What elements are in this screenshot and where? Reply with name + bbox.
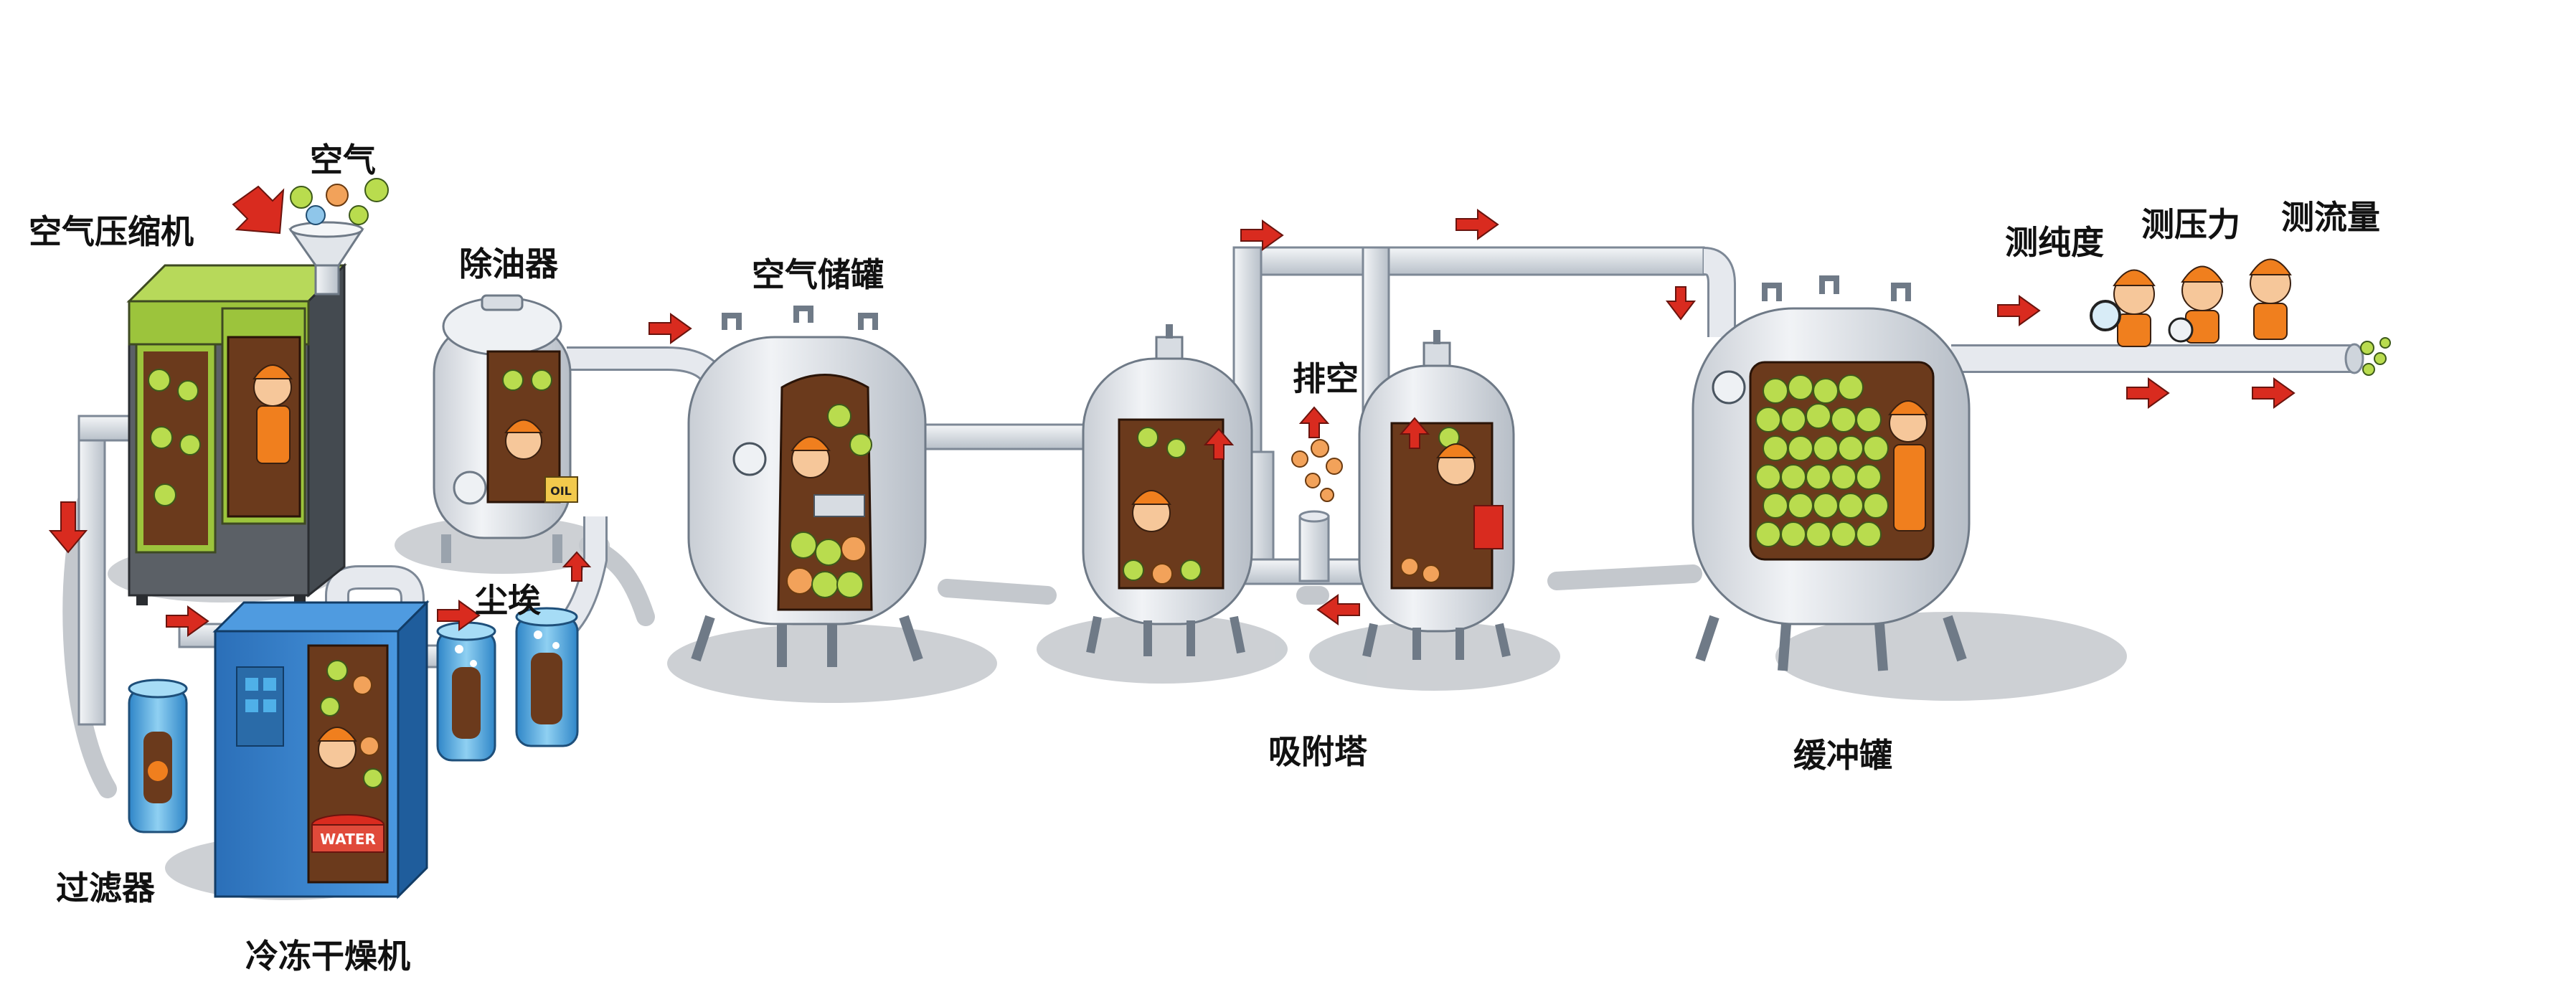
tower2-molecules (1400, 427, 1460, 583)
arrow-tank1-up (1203, 427, 1235, 460)
purity-inspector (2090, 269, 2156, 347)
oil-remover: OIL (433, 294, 578, 563)
label-oil-remover: 除油器 (459, 245, 558, 283)
label-purity: 测纯度 (2005, 223, 2104, 262)
label-pressure: 测压力 (2141, 205, 2240, 244)
arrow-vent-up (1298, 406, 1330, 438)
output-n2-molecules (2360, 337, 2391, 376)
pipe-network (77, 246, 2364, 726)
arrow-output-2 (2126, 377, 2170, 409)
inspection-workers (2090, 258, 2391, 376)
refrigerated-dryer: WATER (212, 600, 430, 899)
buffer-tank-n2-molecules (1755, 374, 1889, 547)
label-filter: 过滤器 (56, 869, 155, 907)
air-storage-tank (687, 306, 927, 667)
oil-remover-worker (504, 419, 543, 460)
air-molecules (290, 178, 389, 225)
air-compressor (126, 263, 347, 605)
water-tub-label: WATER (320, 831, 376, 848)
label-compressor: 空气压缩机 (29, 212, 194, 251)
dryer-molecules (320, 660, 383, 788)
air-filter (128, 679, 188, 833)
arrow-down-buffer (1665, 286, 1697, 321)
buffer-tank (1692, 275, 1971, 671)
oil-can-label: OIL (550, 484, 572, 498)
air-tank-molecules (786, 404, 872, 598)
label-vent: 排空 (1293, 359, 1359, 398)
tower1-worker (1131, 490, 1171, 532)
label-air: 空气 (310, 141, 376, 179)
arrow-to-dryer (166, 605, 209, 637)
flow-inspector (2249, 258, 2292, 340)
arrow-top-left (1240, 219, 1284, 251)
arrow-air-in (232, 185, 285, 235)
arrow-tank2-up (1399, 417, 1430, 449)
vent-oxygen-bubbles (1291, 439, 1343, 502)
air-tank-worker (791, 436, 865, 517)
arrow-compressor-down (48, 501, 88, 554)
tower1-molecules (1123, 427, 1202, 585)
arrow-top-mid (1456, 209, 1499, 240)
ground-pipe-shadow (62, 493, 1702, 798)
adsorption-tower-2 (1358, 330, 1515, 660)
arrow-up-oil (562, 551, 592, 582)
arrow-to-output-1 (1997, 295, 2041, 326)
arrow-to-dust (437, 600, 481, 631)
compressor-worker (253, 364, 293, 464)
arrow-output-3 (2252, 377, 2296, 409)
dryer-worker (317, 727, 357, 769)
tower2-worker (1436, 443, 1504, 549)
compressor-n2-molecules (148, 369, 201, 506)
label-flow: 测流量 (2281, 198, 2380, 237)
label-dust: 尘埃 (475, 581, 541, 620)
adsorption-tower-1 (1082, 324, 1253, 656)
label-buffer-tank: 缓冲罐 (1793, 736, 1892, 775)
dust-filter-cylinders (436, 607, 579, 762)
air-intake-funnel (288, 221, 364, 296)
arrow-return-left (1316, 594, 1360, 625)
pressure-inspector (2168, 265, 2224, 344)
arrow-to-air-tank (648, 313, 692, 344)
label-dryer: 冷冻干燥机 (245, 937, 410, 975)
buffer-tank-worker (1888, 400, 1928, 531)
label-adsorption-tower: 吸附塔 (1268, 732, 1367, 771)
label-air-tank: 空气储罐 (752, 255, 884, 294)
flow-arrows (48, 185, 2296, 637)
